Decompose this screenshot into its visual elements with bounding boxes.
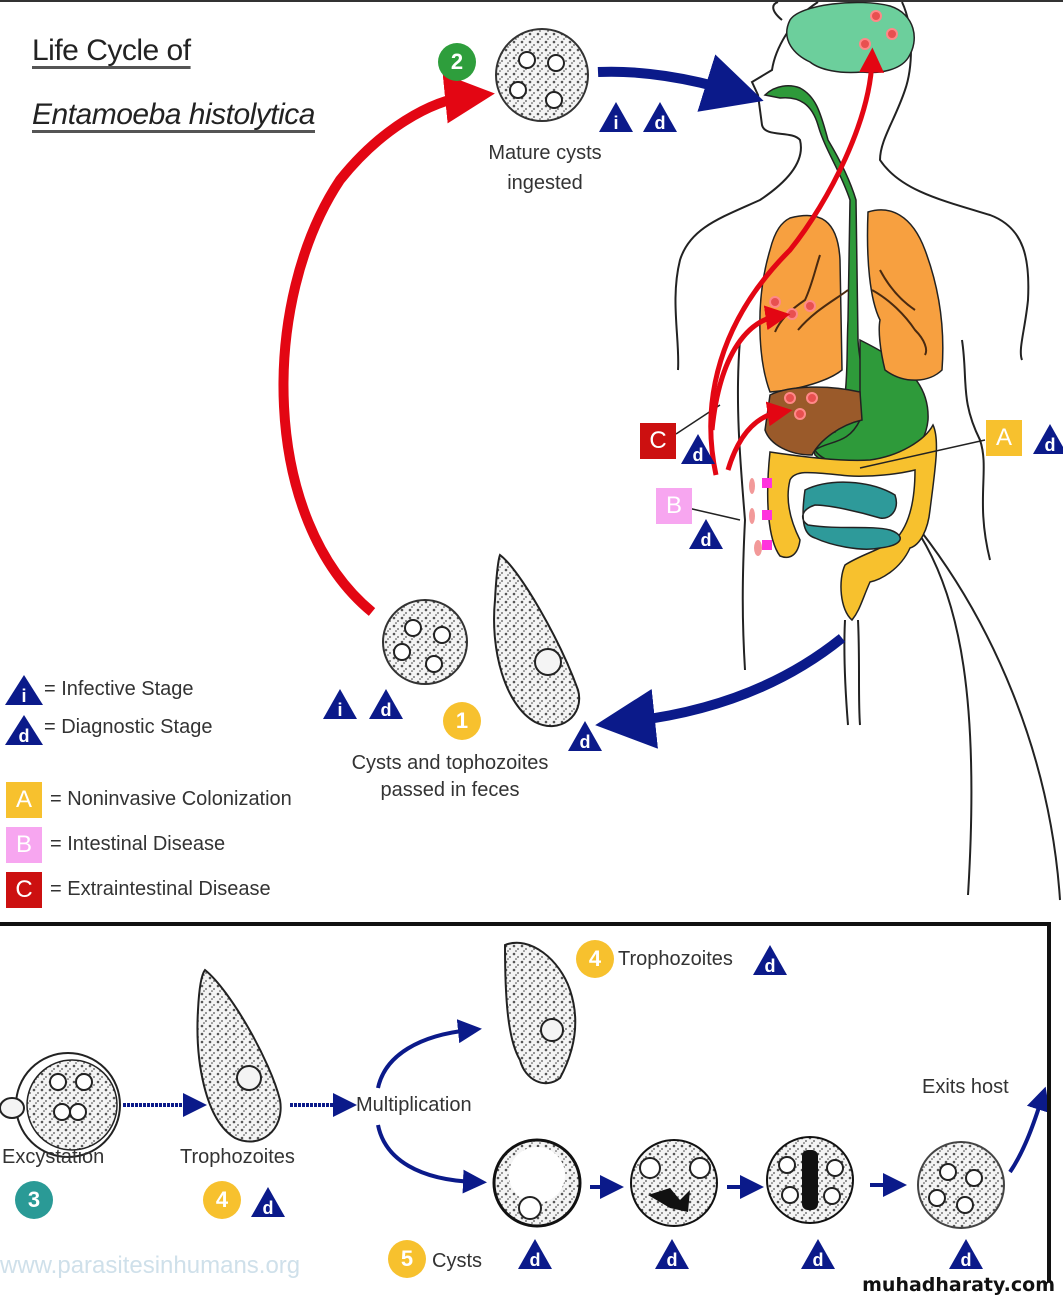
trophozoite-in-feces [493, 553, 581, 728]
svg-text:d: d [263, 1198, 274, 1218]
intestinal-invasions [762, 478, 772, 550]
source-watermark: www.parasitesinhumans.org [0, 1252, 301, 1279]
legend-text: = Diagnostic Stage [44, 716, 213, 738]
legend-text: = Intestinal Disease [50, 833, 226, 855]
svg-text:d: d [381, 700, 392, 720]
legend-text: = Infective Stage [44, 678, 194, 700]
marker-A: A [986, 420, 1022, 456]
cyst-stage-b [630, 1139, 718, 1227]
svg-text:d: d [813, 1250, 824, 1270]
stage-3-badge: 3 [15, 1181, 53, 1219]
lung-left [866, 209, 944, 381]
arrow-to-lungs [709, 305, 791, 431]
invasion-lesions [749, 478, 762, 556]
svg-text:i: i [21, 686, 26, 706]
stage-2-label: Mature cysts ingested [470, 138, 620, 198]
svg-text:d: d [701, 530, 712, 550]
svg-text:d: d [580, 732, 591, 752]
cyst-stage-c [766, 1136, 854, 1224]
svg-text:d: d [693, 445, 704, 465]
small-intestine [801, 481, 901, 550]
multiplication-label: Multiplication [356, 1094, 472, 1116]
svg-text:d: d [655, 113, 666, 133]
arrow-to-liver [725, 401, 793, 471]
svg-text:d: d [19, 726, 30, 746]
title-line-1: Life Cycle of [32, 34, 191, 67]
cysts-label: Cysts [432, 1250, 482, 1272]
stage-2-label-line2: ingested [507, 172, 583, 194]
marker-B: B [6, 827, 42, 863]
title-line-2: Entamoeba histolytica [32, 98, 316, 131]
arrow-to-brain [708, 47, 885, 476]
intestinal-stages-panel [0, 922, 1051, 1282]
red-arrows [708, 47, 885, 476]
red-cycle-arrow [278, 73, 495, 616]
marker-C: C [6, 872, 42, 908]
liver-lesions [784, 392, 818, 420]
blue-arrow-ingest [597, 54, 764, 112]
site-credit: muhadharaty.com [862, 1274, 1055, 1296]
top-border [0, 0, 1063, 2]
marker-C: C [640, 423, 676, 459]
legend-text: = Extraintestinal Disease [50, 878, 271, 900]
cyst-stage-a [492, 1138, 582, 1228]
svg-text:i: i [613, 113, 618, 133]
svg-text:i: i [337, 700, 342, 720]
stage-1-label-line1: Cysts and tophozoites [351, 752, 549, 774]
human-body-outline [674, 1, 1061, 901]
large-intestine [766, 423, 938, 622]
svg-text:d: d [530, 1250, 541, 1270]
excystation-label: Excystation [2, 1146, 105, 1168]
stage-4-badge: 4 [203, 1181, 241, 1219]
trophozoites-label: Trophozoites [180, 1146, 295, 1168]
legend-text: = Noninvasive Colonization [50, 788, 292, 810]
stage-1-label: Cysts and tophozoites passed in feces [320, 750, 580, 804]
svg-text:d: d [1045, 435, 1056, 455]
svg-text:d: d [961, 1250, 972, 1270]
exits-host-label: Exits host [922, 1076, 1009, 1098]
marker-B: B [656, 488, 692, 524]
svg-text:d: d [765, 956, 776, 976]
mature-cyst-ingested [495, 28, 589, 122]
svg-text:d: d [667, 1250, 678, 1270]
stage-4-badge-top: 4 [576, 940, 614, 978]
trophozoites-top-label: Trophozoites [618, 948, 733, 970]
trophozoite-multiplied [503, 941, 577, 1085]
stage-1-badge: 1 [443, 702, 481, 740]
stage-2-label-line1: Mature cysts [488, 142, 602, 164]
cyst-mature-exit [917, 1141, 1005, 1229]
stage-1-label-line2: passed in feces [380, 779, 520, 801]
trophozoite-bottom [196, 968, 282, 1143]
stage-5-badge: 5 [388, 1240, 426, 1278]
lung-lesions [769, 296, 816, 320]
panel-arrows [123, 1019, 1050, 1199]
stage-2-badge: 2 [438, 43, 476, 81]
excystation-organism [0, 1052, 121, 1158]
blue-arrow-feces [595, 634, 846, 749]
marker-A: A [6, 782, 42, 818]
cyst-in-feces [382, 599, 468, 685]
brain-lesions [859, 10, 898, 50]
